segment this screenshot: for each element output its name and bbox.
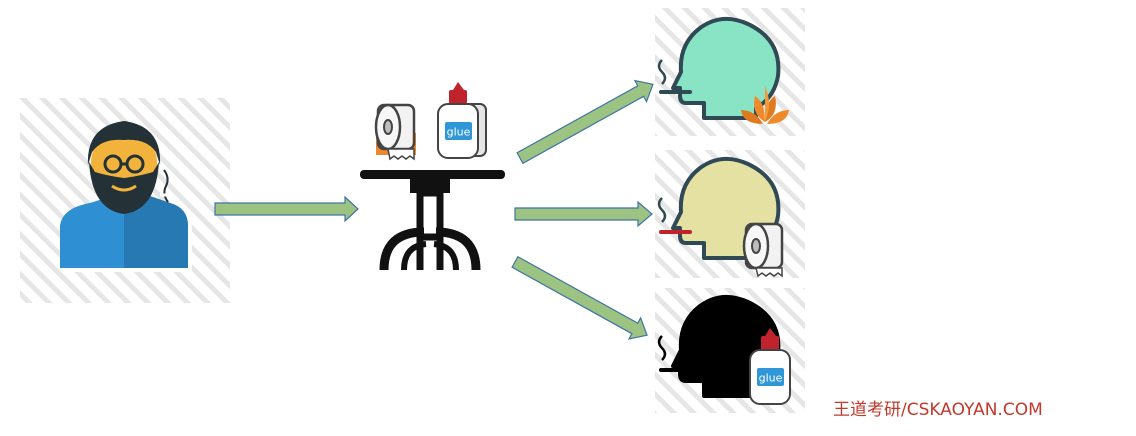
smoker-glue: glue: [655, 288, 805, 413]
smoker-head-icon: [671, 16, 781, 120]
hair: [87, 121, 161, 165]
watermark: 王道考研/CSKAOYAN.COM: [833, 400, 1043, 420]
beard: [89, 162, 159, 214]
glue-bottle-icon: glue: [437, 82, 487, 159]
smoke-icon: [657, 59, 667, 85]
arrow-agent-to-table: [214, 195, 359, 223]
glue-label: glue: [759, 372, 783, 385]
smoker-tobacco: [655, 8, 805, 136]
tobacco-leaf-icon: [741, 86, 789, 124]
glue-bottle-icon: glue: [749, 328, 791, 405]
paper-roll-icon: [742, 222, 784, 278]
table-top: [360, 170, 505, 179]
arrow-table-to-smoker-2: [514, 200, 653, 228]
smoker-paper: [655, 150, 805, 278]
table-icon: [360, 170, 505, 271]
smoke-icon: [657, 197, 667, 223]
arrow-table-to-smoker-3: [511, 255, 648, 340]
smoke-icon: [163, 169, 169, 203]
agent-person-icon: [20, 98, 230, 303]
arrow-table-to-smoker-1: [516, 79, 654, 165]
glue-label: glue: [447, 126, 471, 139]
smoke-icon: [657, 335, 667, 361]
paper-roll-icon: [374, 103, 416, 161]
